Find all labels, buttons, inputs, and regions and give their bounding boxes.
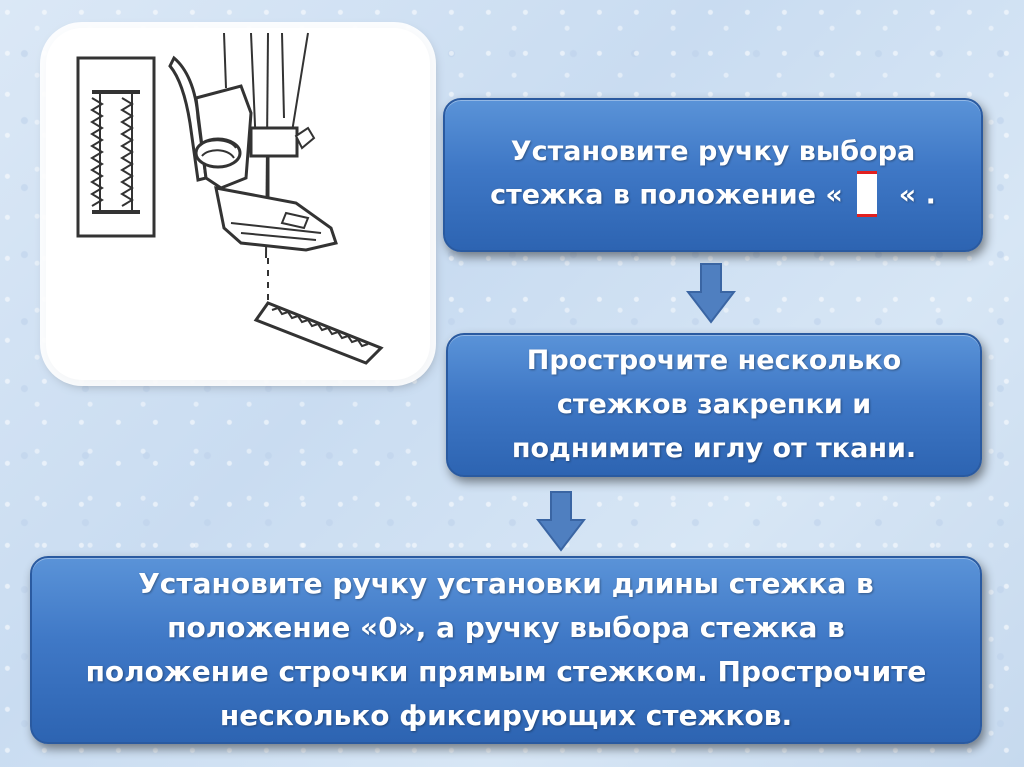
step1-line2-before: стежка в положение « (490, 179, 843, 211)
step3-text: Установите ручку установки длины стежка … (86, 562, 927, 738)
down-arrow-icon (686, 263, 736, 324)
step3-line1: Установите ручку установки длины стежка … (138, 567, 874, 600)
step3-line2: положение «0», а ручку выбора стежка в (167, 611, 845, 644)
step2-line2: стежков закрепки и (556, 389, 872, 420)
step1-line2-after: « . (898, 179, 936, 211)
step3-line4: несколько фиксирующих стежков. (219, 699, 793, 732)
down-arrow-icon (536, 491, 586, 552)
step2-text: Прострочите несколько стежков закрепки и… (512, 339, 916, 471)
step3-line3: положение строчки прямым стежком. Простр… (85, 655, 927, 688)
sewing-illustration-frame (46, 28, 430, 380)
sewing-machine-foot-icon (76, 32, 384, 365)
step1-line1: Установите ручку выбора (510, 136, 916, 167)
step3-instruction-box: Установите ручку установки длины стежка … (30, 556, 982, 744)
step2-instruction-box: Прострочите несколько стежков закрепки и… (446, 333, 982, 477)
step1-text: Установите ручку выбора стежка в положен… (490, 131, 936, 219)
buttonhole-bartack-symbol-icon (856, 171, 877, 217)
step2-line3: поднимите иглу от ткани. (511, 433, 917, 464)
step1-instruction-box: Установите ручку выбора стежка в положен… (443, 98, 983, 252)
step2-line1: Прострочите несколько (526, 345, 902, 376)
